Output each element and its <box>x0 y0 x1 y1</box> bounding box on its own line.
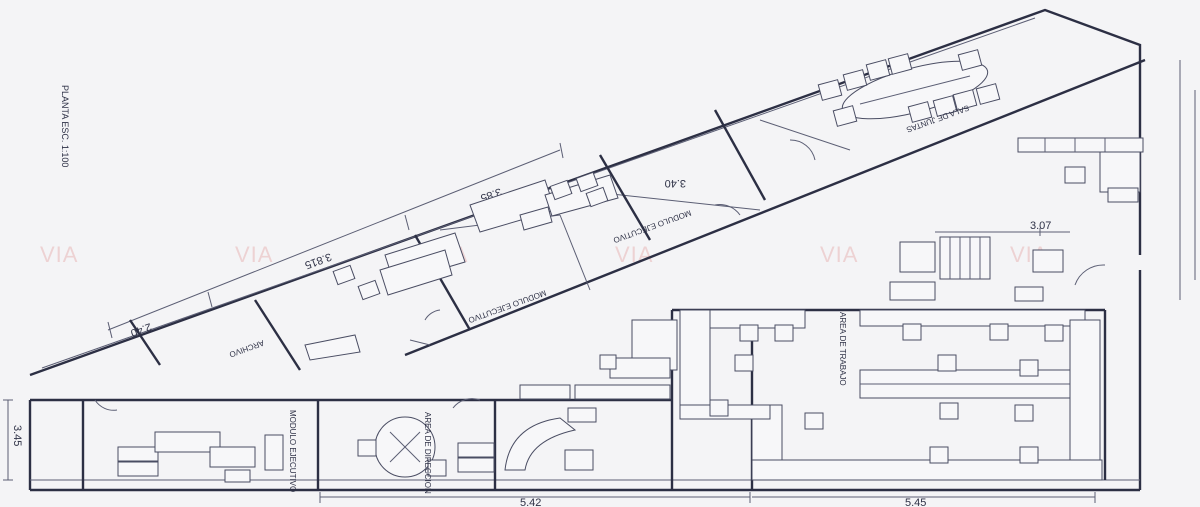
room-label-area-de-trabajo: AREA DE TRABAJO <box>838 312 847 386</box>
watermark: VIA <box>820 242 858 267</box>
dim-label-5-45: 5.45 <box>905 497 926 507</box>
room-label-area-de-direccion: AREA DE DIRECCION <box>423 412 432 494</box>
room-label-archivo: ARCHIVO <box>228 338 265 359</box>
dim-label-3-45: 3.45 <box>11 425 23 446</box>
executive-desks <box>304 171 619 361</box>
bottom-dimension-lines <box>3 231 1096 503</box>
lower-left-office-furniture <box>117 431 284 483</box>
executive-wing <box>129 109 851 371</box>
watermark: VIA <box>235 242 273 267</box>
room-label-modulo-ejecutivo-1: MODULO EJECUTIVO <box>612 208 692 245</box>
shelving <box>889 228 1064 302</box>
plan-title: PLANTA ESC. 1:100 <box>60 85 70 167</box>
meeting-table-group <box>817 49 1001 127</box>
room-label-modulo-ejecutivo-3: MODULO EJECUTIVO <box>288 410 297 492</box>
direction-office-furniture <box>357 407 597 478</box>
watermark-row: VIA VIA VIA VIA VIA VIA <box>40 242 1047 267</box>
work-chairs <box>599 323 1064 464</box>
dim-label-3-40: 3.40 <box>665 177 686 189</box>
dim-label-5-42: 5.42 <box>520 497 541 507</box>
room-label-modulo-ejecutivo-2: MODULO EJECUTIVO <box>467 288 547 325</box>
workstation-cluster <box>519 309 1103 481</box>
credenza <box>1017 137 1144 203</box>
watermark: VIA <box>40 242 78 267</box>
dim-label-3-07: 3.07 <box>1030 220 1051 232</box>
